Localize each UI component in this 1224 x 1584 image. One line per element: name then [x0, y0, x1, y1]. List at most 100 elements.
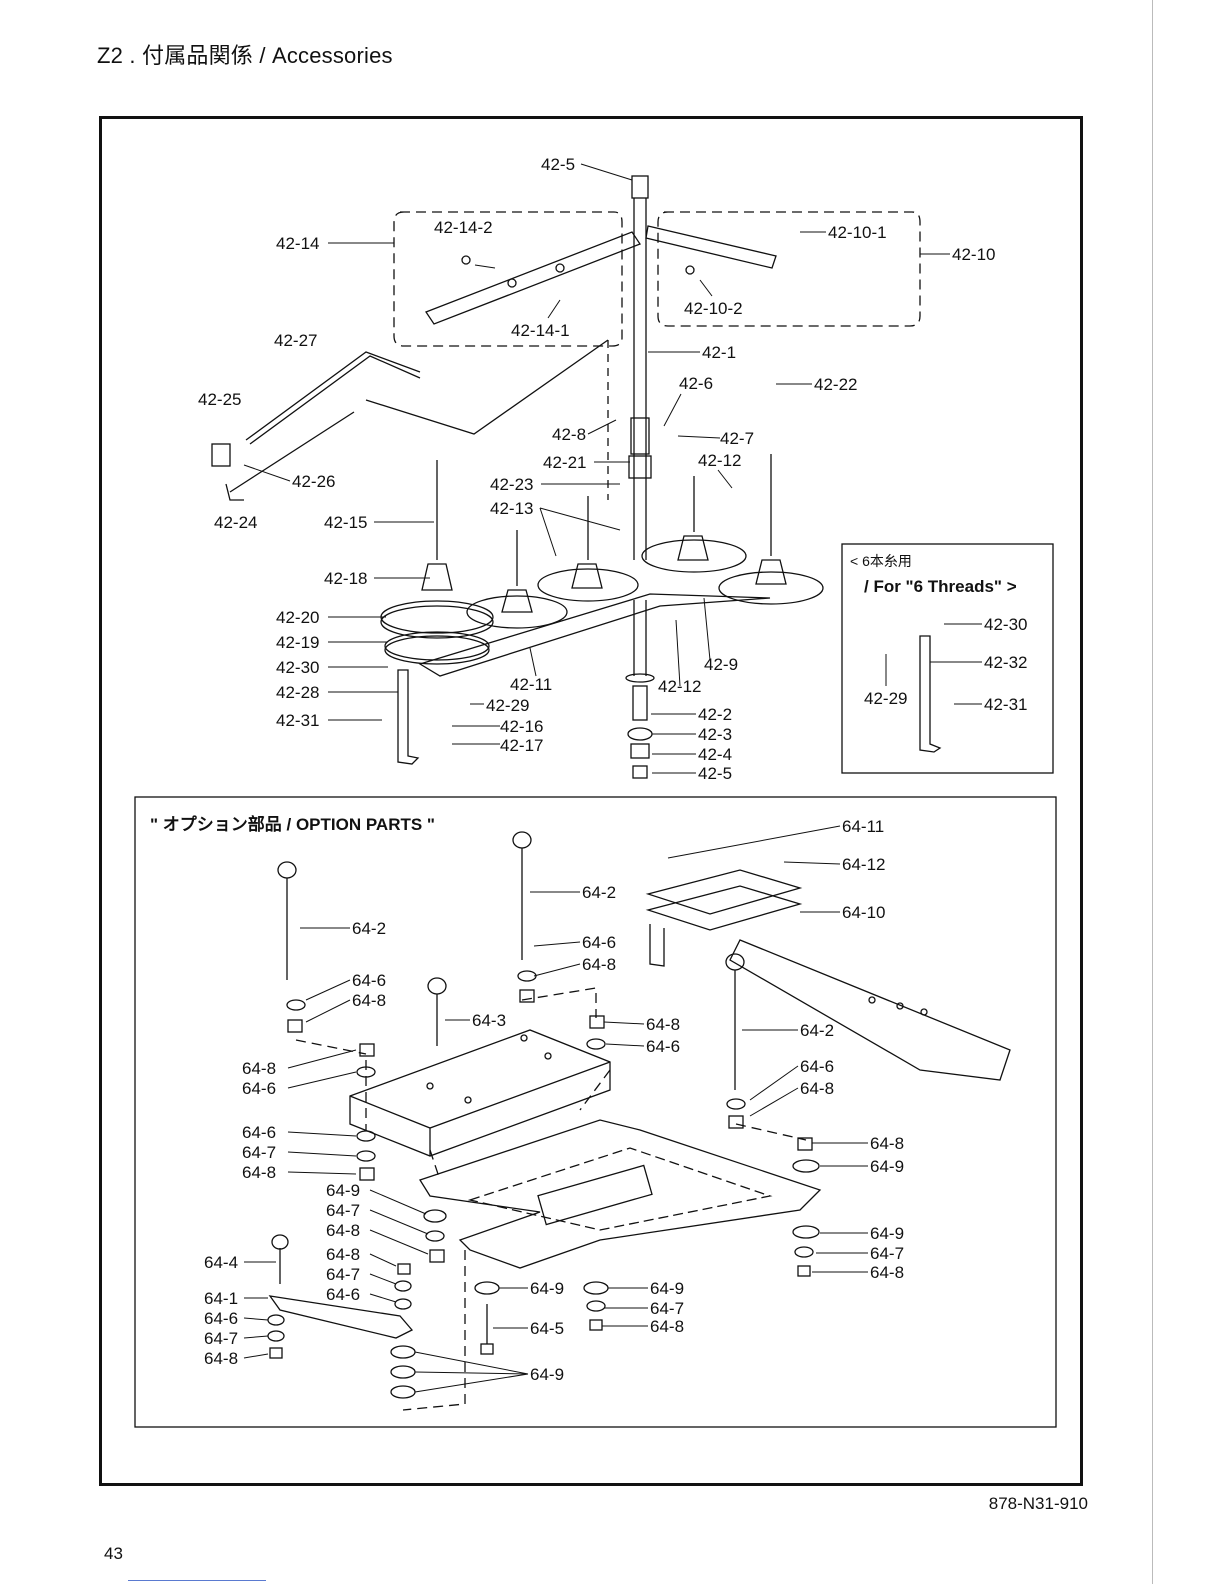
washer-stack: [267, 727, 820, 1399]
label-64-6-a: 64-6: [582, 933, 616, 952]
label-64-11: 64-11: [842, 817, 884, 836]
label-42-1: 42-1: [702, 343, 736, 362]
label-42-23: 42-23: [490, 475, 533, 494]
knee-bracket: [645, 869, 1011, 1081]
inset-title-jp: < 6本糸用: [850, 553, 912, 569]
label-42-20: 42-20: [276, 608, 319, 627]
inset-box-6-threads: [841, 543, 1054, 774]
label-64-7-b: 64-7: [326, 1201, 360, 1220]
spool-base-plate: [418, 593, 771, 677]
bolt-64-4: [271, 1234, 289, 1284]
page-header-title: Z2 . 付属品関係 / Accessories: [97, 43, 393, 68]
label-42-30-a: 42-30: [276, 658, 319, 677]
label-64-6-g: 64-6: [326, 1285, 360, 1304]
label-42-10: 42-10: [952, 245, 995, 264]
label-42-9: 42-9: [704, 655, 738, 674]
label-42-22: 42-22: [814, 375, 857, 394]
label-64-9-b: 64-9: [326, 1181, 360, 1200]
label-42-2: 42-2: [698, 705, 732, 724]
label-64-6-h: 64-6: [204, 1309, 238, 1328]
spool-stands: [380, 454, 824, 665]
label-42-24: 42-24: [214, 513, 257, 532]
thread-guide-rod: [211, 351, 421, 501]
label-64-6-b: 64-6: [352, 971, 386, 990]
label-64-12: 64-12: [842, 855, 885, 874]
label-42-14: 42-14: [276, 234, 319, 253]
label-42-7: 42-7: [720, 429, 754, 448]
assembly-dash-lines: [295, 987, 807, 1411]
label-64-8-a: 64-8: [582, 955, 616, 974]
label-64-6-c: 64-6: [646, 1037, 680, 1056]
label-64-9-e: 64-9: [650, 1279, 684, 1298]
box-42-10: [657, 211, 921, 327]
label-64-9-c: 64-9: [870, 1224, 904, 1243]
label-42-21: 42-21: [543, 453, 586, 472]
label-64-8-c: 64-8: [646, 1015, 680, 1034]
label-42-32: 42-32: [984, 653, 1027, 672]
label-64-7-a: 64-7: [242, 1143, 276, 1162]
label-42-19: 42-19: [276, 633, 319, 652]
label-42-10-1: 42-10-1: [828, 223, 887, 242]
label-42-26: 42-26: [292, 472, 335, 491]
label-64-8-f: 64-8: [870, 1134, 904, 1153]
label-64-4: 64-4: [204, 1253, 238, 1272]
label-42-29-a: 42-29: [486, 696, 529, 715]
label-42-13: 42-13: [490, 499, 533, 518]
inset-title-en: / For "6 Threads" >: [864, 577, 1017, 596]
stand-bracket-42-28: [397, 669, 420, 765]
label-64-7-d: 64-7: [326, 1265, 360, 1284]
label-64-2-c: 64-2: [800, 1021, 834, 1040]
label-64-3: 64-3: [472, 1011, 506, 1030]
label-42-8: 42-8: [552, 425, 586, 444]
label-64-6-e: 64-6: [242, 1079, 276, 1098]
bolt-64-2-center: [512, 831, 532, 960]
label-64-9-f: 64-9: [530, 1365, 564, 1384]
label-42-10-2: 42-10-2: [684, 299, 743, 318]
label-42-5-top: 42-5: [541, 155, 575, 174]
leader-lines: [243, 163, 982, 1393]
option-parts-box: [134, 796, 1057, 1428]
label-42-18: 42-18: [324, 569, 367, 588]
label-42-17: 42-17: [500, 736, 543, 755]
diagram-frame: [99, 116, 1083, 1486]
document-code: 878-N31-910: [988, 1494, 1088, 1513]
label-42-12-a: 42-12: [698, 451, 741, 470]
label-64-8-h: 64-8: [326, 1221, 360, 1240]
label-64-8-i: 64-8: [326, 1245, 360, 1264]
part-labels: 42-5 42-14 42-14-2 42-10-1 42-10 42-10-2…: [198, 155, 1027, 1384]
label-64-2-b: 64-2: [352, 919, 386, 938]
label-64-7-f: 64-7: [204, 1329, 238, 1348]
label-42-31-b: 42-31: [984, 695, 1027, 714]
top-arm-right: [645, 225, 777, 275]
bolt-64-3: [427, 977, 447, 1046]
label-64-5: 64-5: [530, 1319, 564, 1338]
label-64-10: 64-10: [842, 903, 885, 922]
label-64-8-j: 64-8: [870, 1263, 904, 1282]
label-42-28: 42-28: [276, 683, 319, 702]
label-42-12-b: 42-12: [658, 677, 701, 696]
table-plate: [349, 1029, 611, 1157]
bolt-64-2-right: [725, 953, 745, 1090]
label-64-8-e: 64-8: [800, 1079, 834, 1098]
label-64-8-g: 64-8: [242, 1163, 276, 1182]
label-42-6: 42-6: [679, 374, 713, 393]
label-42-14-2: 42-14-2: [434, 218, 493, 237]
label-64-7-c: 64-7: [870, 1244, 904, 1263]
label-64-9-a: 64-9: [870, 1157, 904, 1176]
top-arm-left: [425, 231, 641, 325]
label-64-9-d: 64-9: [530, 1279, 564, 1298]
label-42-16: 42-16: [500, 717, 543, 736]
label-64-6-f: 64-6: [242, 1123, 276, 1142]
thread-stand-pole: [625, 175, 655, 721]
label-42-25: 42-25: [198, 390, 241, 409]
page-edge-line: [1152, 0, 1153, 1584]
label-42-5-bottom: 42-5: [698, 764, 732, 783]
label-42-15: 42-15: [324, 513, 367, 532]
label-42-31-a: 42-31: [276, 711, 319, 730]
label-64-8-l: 64-8: [204, 1349, 238, 1368]
label-42-11: 42-11: [510, 675, 552, 694]
label-64-2-a: 64-2: [582, 883, 616, 902]
box-42-14: [393, 211, 623, 347]
base-frame: [419, 1119, 822, 1269]
